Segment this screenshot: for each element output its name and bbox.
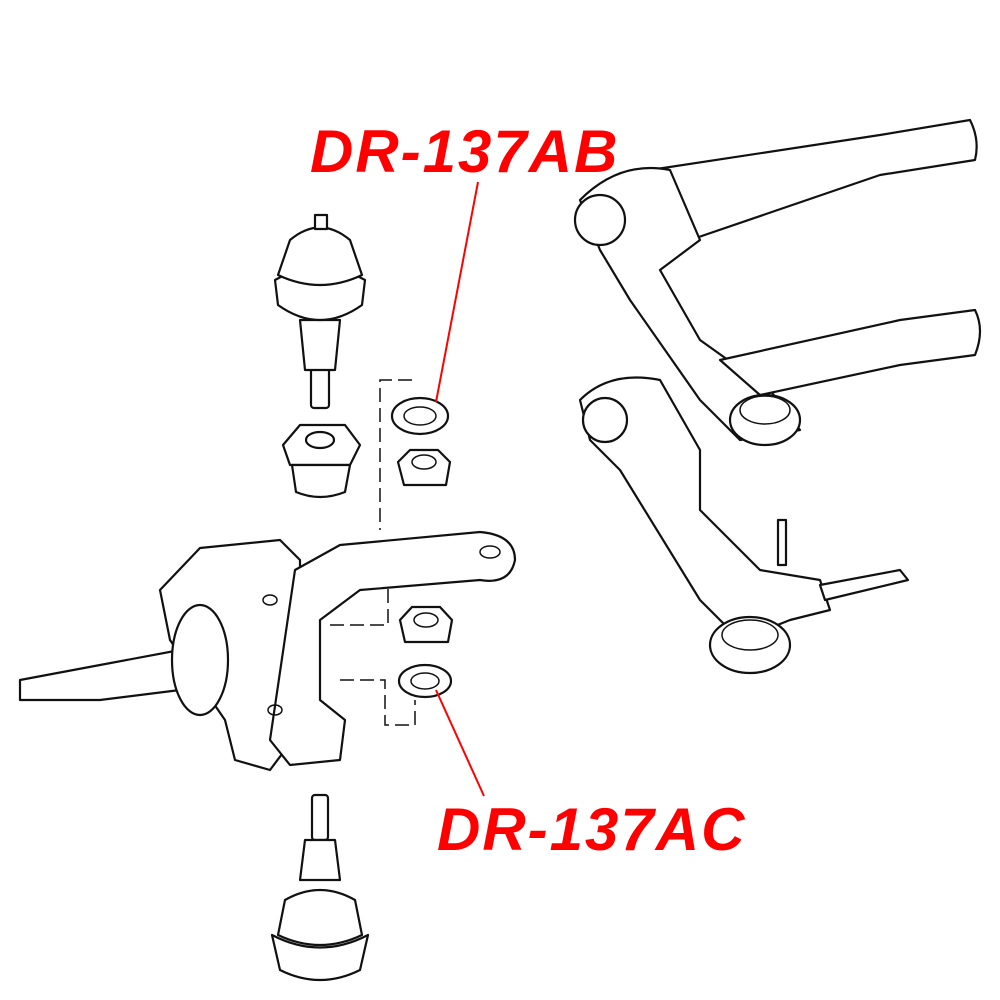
lower-control-arm — [578, 308, 982, 675]
lower-nut — [398, 605, 454, 644]
leader-line-lower — [435, 689, 485, 797]
lower-washer — [397, 663, 453, 699]
lower-ball-joint — [270, 793, 370, 982]
upper-nut — [396, 448, 452, 487]
part-label-upper-washer: DR-137AB — [310, 118, 620, 185]
upper-control-arm — [573, 118, 978, 447]
steering-knuckle — [18, 530, 517, 772]
upper-washer — [390, 396, 450, 436]
castle-nut — [281, 423, 362, 499]
part-label-lower-washer: DR-137AC — [437, 796, 747, 863]
upper-ball-joint — [273, 213, 367, 410]
leader-line-upper — [435, 181, 479, 403]
